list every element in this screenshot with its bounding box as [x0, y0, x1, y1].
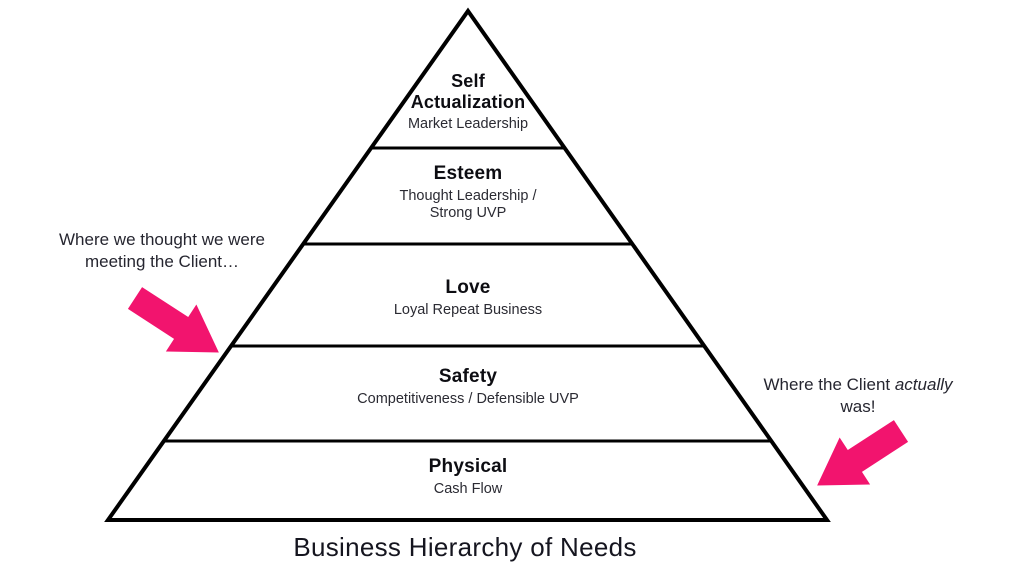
- pyramid-level-esteem: Esteem Thought Leadership / Strong UVP: [399, 163, 536, 222]
- annotation-left-line2: meeting the Client…: [84, 251, 240, 271]
- level-title: Self Actualization: [410, 71, 526, 112]
- pyramid-outline: [104, 7, 831, 522]
- annotation-left: Where we thought we were meeting the Cli…: [59, 229, 265, 272]
- level-subtitle: Competitiveness / Defensible UVP: [357, 391, 579, 407]
- pyramid-level-safety: Safety Competitiveness / Defensible UVP: [357, 366, 579, 408]
- annotation-right-line1-italic: actually: [894, 375, 953, 394]
- level-title: Esteem: [433, 163, 503, 184]
- diagram-title: Business Hierarchy of Needs: [293, 532, 637, 562]
- arrow-left-icon: [127, 287, 219, 353]
- annotation-right-line1: Where the Client actually: [764, 374, 953, 396]
- annotation-right-line1-prefix: Where the Client: [763, 375, 895, 394]
- level-title: Physical: [428, 456, 508, 477]
- pyramid-level-self-actualization: Self Actualization Market Leadership: [402, 71, 534, 133]
- level-title: Safety: [438, 366, 498, 387]
- level-subtitle: Cash Flow: [433, 481, 503, 497]
- annotation-left-line1: Where we thought we were: [59, 230, 265, 249]
- annotation-right: Where the Client actually was!: [764, 374, 953, 417]
- level-subtitle: Loyal Repeat Business: [393, 302, 543, 318]
- annotation-right-line2: was!: [840, 396, 876, 416]
- pyramid-level-love: Love Loyal Repeat Business: [394, 277, 542, 319]
- pyramid-level-physical: Physical Cash Flow: [429, 456, 508, 498]
- arrow-right-icon: [817, 420, 909, 486]
- level-subtitle: Thought Leadership /: [399, 188, 537, 204]
- level-title: Love: [445, 277, 491, 298]
- level-subtitle: Market Leadership: [407, 116, 529, 132]
- level-subtitle: Strong UVP: [429, 205, 507, 221]
